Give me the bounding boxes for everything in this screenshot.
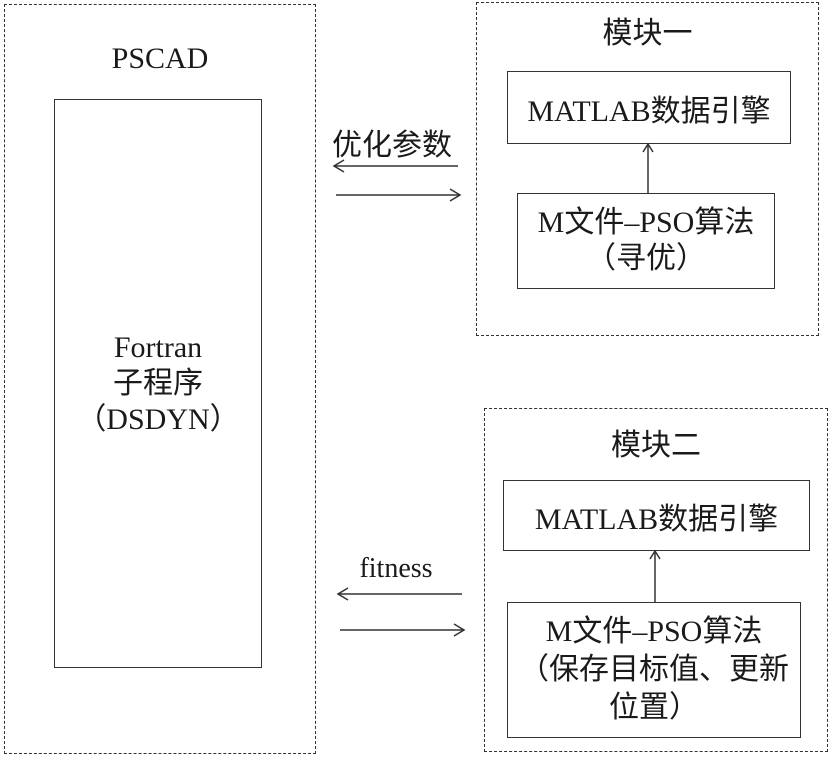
fortran-subroutine-box: Fortran 子程序 （DSDYN） (54, 99, 262, 668)
module-two-algorithm-sublabel-2: 位置） (609, 691, 699, 724)
module-two-container (484, 408, 828, 752)
pscad-container (4, 4, 316, 754)
module-one-engine-box: MATLAB数据引擎 (507, 71, 791, 144)
module-one-container (476, 2, 819, 336)
arrow-right-to-module-one (336, 188, 462, 202)
arrow-right-to-module-two (340, 623, 466, 637)
module-one-algorithm-label: M文件–PSO算法 (537, 206, 755, 239)
module-two-title: 模块二 (611, 429, 701, 462)
module-one-algorithm-sublabel: （寻优） (586, 242, 706, 275)
module-one-engine-label: MATLAB数据引擎 (527, 94, 771, 128)
arrow-left-to-pscad-top (332, 159, 458, 173)
pscad-title: PSCAD (111, 42, 209, 75)
module-one-title: 模块一 (602, 17, 693, 50)
fitness-label: fitness (359, 553, 433, 584)
arrow-up-module-one (642, 142, 654, 193)
dsdyn-label: （DSDYN） (76, 402, 240, 436)
module-one-algorithm-box: M文件–PSO算法 （寻优） (517, 193, 775, 289)
module-two-engine-label: MATLAB数据引擎 (534, 502, 779, 536)
module-two-algorithm-box: M文件–PSO算法 （保存目标值、更新 位置） (507, 602, 801, 738)
arrow-left-to-pscad-bottom (336, 587, 462, 601)
module-two-algorithm-label: M文件–PSO算法 (545, 615, 763, 648)
optimize-params-label: 优化参数 (332, 129, 452, 162)
fortran-label: Fortran (113, 330, 203, 364)
module-two-algorithm-sublabel: （保存目标值、更新 (519, 653, 789, 686)
subroutine-label: 子程序 (113, 366, 203, 400)
arrow-up-module-two (649, 549, 661, 602)
module-two-engine-box: MATLAB数据引擎 (503, 480, 810, 551)
